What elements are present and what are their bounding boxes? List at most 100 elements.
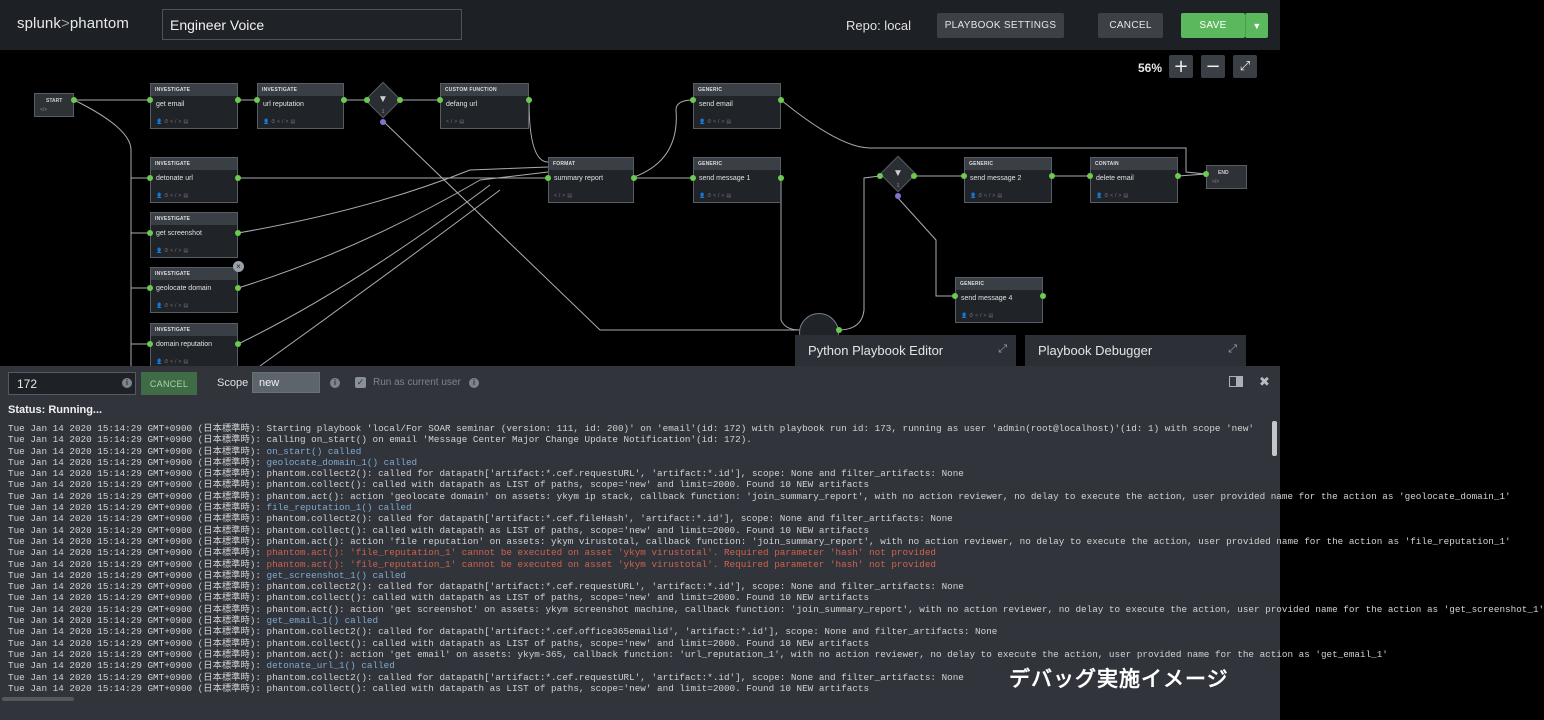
node-tools-icons: 👤⏱</>▤ xyxy=(1096,193,1131,199)
input-port[interactable] xyxy=(952,293,958,299)
output-port[interactable] xyxy=(235,341,241,347)
output-port[interactable] xyxy=(526,97,532,103)
node-url-reputation[interactable]: INVESTIGATE url reputation 👤⏱</>▤ xyxy=(257,83,344,129)
playbook-debugger-panel: i CANCEL Scope i ✓ Run as current user i… xyxy=(0,366,1544,720)
save-button[interactable]: SAVE xyxy=(1181,13,1245,38)
node-name: send message 1 xyxy=(699,175,751,182)
node-name: geolocate domain xyxy=(156,285,212,292)
zoom-in-plus-icon[interactable]: + xyxy=(1169,55,1193,78)
expand-icon[interactable]: ⤢ xyxy=(998,343,1007,355)
input-port[interactable] xyxy=(147,97,153,103)
node-delete-email[interactable]: CONTAIN delete email 👤⏱</>▤ xyxy=(1090,157,1178,203)
log-message: phantom.collect(): called with datapath … xyxy=(266,592,870,604)
decision-output-port[interactable] xyxy=(380,119,386,125)
output-port[interactable] xyxy=(778,97,784,103)
zoom-out-minus-icon[interactable]: − xyxy=(1201,55,1225,78)
input-port[interactable] xyxy=(437,97,443,103)
container-id-input[interactable] xyxy=(8,372,136,395)
node-get-email[interactable]: INVESTIGATE get email 👤⏱</>▤ xyxy=(150,83,238,129)
decision-output-port[interactable] xyxy=(397,97,403,103)
log-horizontal-scrollbar[interactable] xyxy=(2,697,74,701)
input-port[interactable] xyxy=(254,97,260,103)
input-port[interactable] xyxy=(147,341,153,347)
output-port[interactable] xyxy=(341,97,347,103)
playbook-name-input[interactable] xyxy=(162,9,462,40)
input-port[interactable] xyxy=(1087,173,1093,179)
tab-python-playbook-editor[interactable]: Python Playbook Editor ⤢ xyxy=(795,335,1016,366)
node-type: GENERIC xyxy=(965,158,1051,170)
save-options-chevron-down-icon[interactable]: ▼ xyxy=(1245,13,1268,38)
playbook-canvas[interactable]: START </> END </> ▼ 1 ▼ 1 INVESTIGATE ge… xyxy=(0,50,1280,369)
delete-node-close-icon[interactable]: × xyxy=(233,261,244,272)
cancel-button[interactable]: CANCEL xyxy=(1098,13,1163,38)
code-icon: </> xyxy=(1212,179,1220,185)
input-port[interactable] xyxy=(545,175,551,181)
input-port[interactable] xyxy=(961,173,967,179)
node-geolocate-domain[interactable]: INVESTIGATE geolocate domain 👤⏱</>▤ × xyxy=(150,261,244,313)
output-port[interactable] xyxy=(235,97,241,103)
node-name: send email xyxy=(699,101,733,108)
output-port[interactable] xyxy=(631,175,637,181)
info-icon[interactable]: i xyxy=(469,378,479,388)
node-detonate-url[interactable]: INVESTIGATE detonate url 👤⏱</>▤ xyxy=(150,157,238,203)
node-send-email[interactable]: GENERIC send email 👤⏱</>▤ xyxy=(693,83,781,129)
node-summary-report[interactable]: FORMAT summary report </>▤ xyxy=(548,157,634,203)
log-timestamp: Tue Jan 14 2020 15:14:29 GMT+0900 (日本標準時… xyxy=(8,660,267,672)
node-send-message-2[interactable]: GENERIC send message 2 👤⏱</>▤ xyxy=(964,157,1052,203)
output-port[interactable] xyxy=(235,285,241,291)
decision-number: 1 xyxy=(896,183,900,189)
info-icon[interactable]: i xyxy=(122,378,132,388)
node-defang-url[interactable]: CUSTOM FUNCTION defang url </>▤ xyxy=(440,83,529,129)
output-port[interactable] xyxy=(778,175,784,181)
node-tools-icons: 👤⏱</>▤ xyxy=(156,119,191,125)
tab-label: Playbook Debugger xyxy=(1038,343,1153,358)
log-timestamp: Tue Jan 14 2020 15:14:29 GMT+0900 (日本標準時… xyxy=(8,502,267,514)
scope-input[interactable] xyxy=(252,372,320,393)
decision-input-port[interactable] xyxy=(364,97,370,103)
toggle-panel-layout-icon[interactable] xyxy=(1229,376,1243,387)
playbook-settings-button[interactable]: PLAYBOOK SETTINGS xyxy=(937,13,1064,38)
end-input-port[interactable] xyxy=(1203,171,1209,177)
node-tools-icons: 👤⏱</>▤ xyxy=(699,119,734,125)
start-output-port[interactable] xyxy=(71,97,77,103)
expand-icon[interactable]: ⤢ xyxy=(1228,343,1237,355)
node-name: get email xyxy=(156,101,185,108)
log-message: phantom.act(): action 'file reputation' … xyxy=(266,535,1511,547)
input-port[interactable] xyxy=(690,175,696,181)
node-domain-reputation[interactable]: INVESTIGATE domain reputation 👤⏱</>▤ xyxy=(150,323,238,369)
decision-input-port[interactable] xyxy=(877,173,883,179)
end-node[interactable]: END </> xyxy=(1206,165,1247,189)
output-port[interactable] xyxy=(235,175,241,181)
decision-output-port[interactable] xyxy=(911,173,917,179)
log-line: Tue Jan 14 2020 15:14:29 GMT+0900 (日本標準時… xyxy=(8,592,1272,603)
input-port[interactable] xyxy=(147,175,153,181)
output-port[interactable] xyxy=(235,230,241,236)
logo-sub: phantom xyxy=(69,15,129,32)
input-port[interactable] xyxy=(690,97,696,103)
tab-playbook-debugger[interactable]: Playbook Debugger ⤢ xyxy=(1025,335,1246,366)
debugger-cancel-button[interactable]: CANCEL xyxy=(141,372,197,395)
output-port[interactable] xyxy=(1049,173,1055,179)
node-send-message-4[interactable]: GENERIC send message 4 👤⏱</>▤ xyxy=(955,277,1043,323)
log-message: calling on_start() on email 'Message Cen… xyxy=(266,434,752,446)
output-port[interactable] xyxy=(1040,293,1046,299)
close-debugger-close-icon[interactable]: ✖ xyxy=(1259,374,1270,389)
decision-output-port[interactable] xyxy=(895,193,901,199)
node-get-screenshot[interactable]: INVESTIGATE get screenshot 👤⏱</>▤ xyxy=(150,212,238,258)
output-port[interactable] xyxy=(1175,173,1181,179)
log-message: phantom.collect2(): called for datapath[… xyxy=(266,468,964,480)
fit-expand-icon[interactable]: ⤢ xyxy=(1233,55,1257,78)
join-output-port[interactable] xyxy=(836,327,842,333)
splunk-phantom-logo: splunk>phantom xyxy=(17,15,129,32)
filter-icon: ▼ xyxy=(893,168,903,179)
start-node[interactable]: START </> xyxy=(34,93,74,117)
run-as-current-user-label: Run as current user xyxy=(373,377,461,388)
node-send-message-1[interactable]: GENERIC send message 1 👤⏱</>▤ xyxy=(693,157,781,203)
run-as-current-user-checkbox[interactable]: ✓ xyxy=(355,377,366,388)
input-port[interactable] xyxy=(147,285,153,291)
input-port[interactable] xyxy=(147,230,153,236)
log-vertical-scrollbar[interactable] xyxy=(1272,421,1277,456)
info-icon[interactable]: i xyxy=(330,378,340,388)
log-line: Tue Jan 14 2020 15:14:29 GMT+0900 (日本標準時… xyxy=(8,626,1272,637)
